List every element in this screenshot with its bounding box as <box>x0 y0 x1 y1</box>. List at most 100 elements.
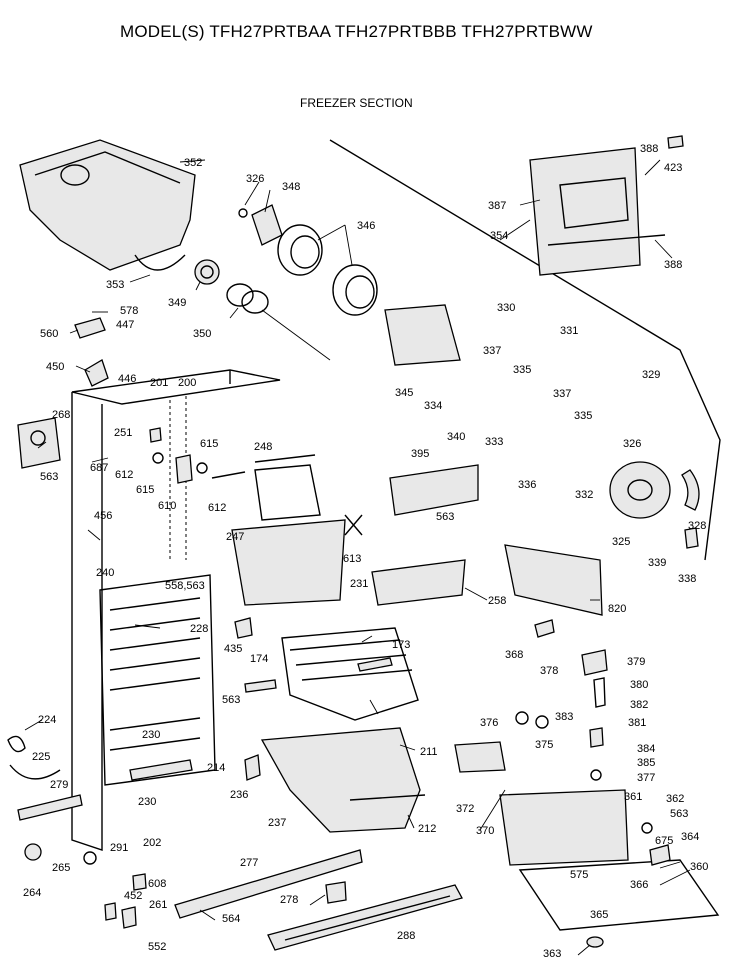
callout-label: 258 <box>488 595 506 607</box>
callout-label: 612 <box>115 469 133 481</box>
callout-label: 329 <box>642 369 660 381</box>
callout-label: 332 <box>575 489 593 501</box>
callout-label: 360 <box>690 861 708 873</box>
callout-label: 558,563 <box>165 580 205 592</box>
ice-maker-part <box>504 544 603 616</box>
callout-label: 333 <box>485 436 503 448</box>
callout-label: 346 <box>357 220 375 232</box>
callout-label: 352 <box>184 157 202 169</box>
callout-label: 384 <box>637 743 655 755</box>
callout-label: 214 <box>207 762 225 774</box>
callout-label: 395 <box>411 448 429 460</box>
callout-label: 248 <box>254 441 272 453</box>
callout-label: 326 <box>246 173 264 185</box>
callout-label: 261 <box>149 899 167 911</box>
toe-grille-part <box>267 884 463 951</box>
callout-label: 578 <box>120 305 138 317</box>
ice-bin-part <box>260 727 426 833</box>
callout-label: 615 <box>136 484 154 496</box>
callout-label: 236 <box>230 789 248 801</box>
callout-label: 364 <box>681 831 699 843</box>
callout-label: 366 <box>630 879 648 891</box>
callout-label: 452 <box>124 890 142 902</box>
callout-label: 334 <box>424 400 442 412</box>
callout-label: 608 <box>148 878 166 890</box>
callout-label: 288 <box>397 930 415 942</box>
callout-label: 564 <box>222 913 240 925</box>
callout-label: 277 <box>240 857 258 869</box>
callout-label: 240 <box>96 567 114 579</box>
callout-label: 381 <box>628 717 646 729</box>
callout-label: 387 <box>488 200 506 212</box>
callout-label: 230 <box>142 729 160 741</box>
callout-label: 377 <box>637 772 655 784</box>
callout-label: 361 <box>624 791 642 803</box>
leader-lines <box>24 159 691 956</box>
callout-label: 331 <box>560 325 578 337</box>
tray-258-part <box>371 559 466 606</box>
duct-cover-part <box>254 464 321 521</box>
callout-label: 264 <box>23 887 41 899</box>
fan-blade-part <box>277 224 378 316</box>
callout-label: 212 <box>418 823 436 835</box>
callout-label: 435 <box>224 643 242 655</box>
callout-label: 173 <box>392 639 410 651</box>
bracket-348-part <box>251 204 283 246</box>
callout-label: 552 <box>148 941 166 953</box>
callout-label: 224 <box>38 714 56 726</box>
callout-label: 337 <box>553 388 571 400</box>
callout-label: 230 <box>138 796 156 808</box>
callout-label: 251 <box>114 427 132 439</box>
callout-label: 350 <box>193 328 211 340</box>
callout-label: 202 <box>143 837 161 849</box>
slide-rail-part <box>174 849 363 919</box>
callout-label: 326 <box>623 438 641 450</box>
callout-label: 362 <box>666 793 684 805</box>
callout-label: 174 <box>250 653 268 665</box>
callout-label: 291 <box>110 842 128 854</box>
callout-label: 231 <box>350 578 368 590</box>
control-board-part <box>389 464 479 516</box>
callout-label: 328 <box>688 520 706 532</box>
callout-label: 265 <box>52 862 70 874</box>
callout-label: 201 <box>150 377 168 389</box>
callout-label: 365 <box>590 909 608 921</box>
callout-label: 380 <box>630 679 648 691</box>
callout-label: 335 <box>513 364 531 376</box>
freezer-cabinet <box>71 139 721 851</box>
callout-label: 423 <box>664 162 682 174</box>
callout-label: 563 <box>436 511 454 523</box>
callout-label: 376 <box>480 717 498 729</box>
callout-label: 225 <box>32 751 50 763</box>
wire-basket-part <box>281 627 419 721</box>
drain-pan-part <box>518 859 720 931</box>
callout-label: 447 <box>116 319 134 331</box>
evaporator-part <box>99 574 216 786</box>
callout-label: 353 <box>106 279 124 291</box>
callout-label: 385 <box>637 757 655 769</box>
auger-assembly-part <box>194 259 331 361</box>
callout-label: 338 <box>678 573 696 585</box>
callout-label: 370 <box>476 825 494 837</box>
callout-label: 613 <box>343 553 361 565</box>
callout-label: 383 <box>555 711 573 723</box>
callout-labels: 352 326 348 346 353 349 350 578 447 560 … <box>23 143 708 960</box>
callout-label: 340 <box>447 431 465 443</box>
ice-bucket-part <box>19 139 196 271</box>
callout-label: 339 <box>648 557 666 569</box>
callout-label: 456 <box>94 510 112 522</box>
callout-label: 687 <box>90 462 108 474</box>
callout-label: 563 <box>670 808 688 820</box>
motor-bracket-part <box>384 304 461 366</box>
dispenser-door-part <box>529 147 666 276</box>
callout-label: 612 <box>208 502 226 514</box>
callout-label: 336 <box>518 479 536 491</box>
callout-label: 375 <box>535 739 553 751</box>
callout-label: 563 <box>222 694 240 706</box>
callout-label: 615 <box>200 438 218 450</box>
callout-label: 450 <box>46 361 64 373</box>
section-title: FREEZER SECTION <box>300 96 413 110</box>
callout-label: 379 <box>627 656 645 668</box>
callout-label: 575 <box>570 869 588 881</box>
